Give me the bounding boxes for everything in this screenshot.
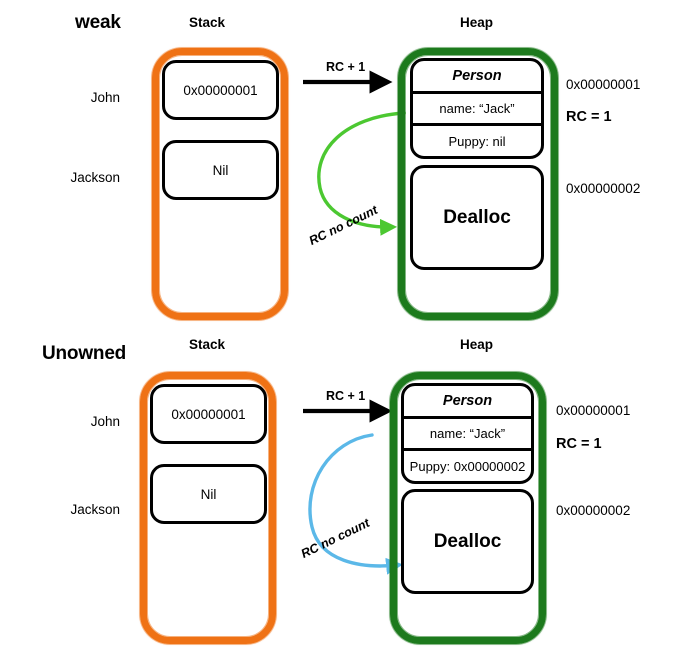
stack-slot-john: 0x00000001 [150,384,267,444]
dealloc-label: Dealloc [443,206,511,228]
stack-container [152,48,288,320]
stack-column-title: Stack [189,337,226,352]
weak-arrow-label: RC no count [306,202,380,248]
heap-address-person: 0x00000001 [566,77,641,92]
stack-slot-jackson: Nil [162,140,279,200]
stack-container [140,372,276,644]
stack-variable-name-jackson: Jackson [70,170,120,185]
strong-arrow-label: RC + 1 [326,60,366,74]
person-type-name: Person [442,392,493,409]
stack-variable-name-john: John [90,414,120,429]
stack-slot-john-value: 0x00000001 [183,82,258,98]
person-field-puppy: Puppy: nil [448,133,506,149]
heap-object-person: Person name: “Jack” Puppy: nil [410,58,544,159]
heap-refcount-person: RC = 1 [556,436,602,452]
heap-refcount-person: RC = 1 [566,109,612,125]
stack-column-title: Stack [189,15,226,30]
stack-slot-jackson-value: Nil [212,162,229,178]
person-field-puppy-row: Puppy: 0x00000002 [404,451,531,481]
person-field-puppy: Puppy: 0x00000002 [409,458,526,474]
heap-object-dealloc: Dealloc [410,165,544,270]
heap-column-title: Heap [460,337,494,352]
panel-unowned: Unowned Stack Heap John Jackson 0x000000… [0,329,698,658]
panel-mode-title: weak [75,12,121,33]
heap-container [390,372,546,644]
person-field-name: name: “Jack” [439,101,515,116]
person-type-row: Person [413,61,541,94]
person-field-name-row: name: “Jack” [404,419,531,452]
heap-object-dealloc: Dealloc [401,489,534,594]
heap-object-person: Person name: “Jack” Puppy: 0x00000002 [401,383,534,484]
panel-weak: weak Stack Heap John Jackson 0x00000001 … [70,12,641,320]
stack-slot-jackson: Nil [150,464,267,524]
unowned-arrow-label: RC no count [298,515,372,561]
stack-slot-john-value: 0x00000001 [171,406,246,422]
strong-arrow-label: RC + 1 [326,389,366,403]
person-type-name: Person [452,67,502,84]
unowned-arrow-layer [303,399,404,575]
heap-address-person: 0x00000001 [556,403,631,418]
person-type-row: Person [404,386,531,419]
stack-variable-name-jackson: Jackson [70,502,120,517]
stack-slot-john: 0x00000001 [162,60,279,120]
person-field-name-row: name: “Jack” [413,94,541,127]
heap-container [398,48,558,320]
stack-variable-name-john: John [90,90,120,105]
panel-mode-title: Unowned [42,343,127,364]
weak-arrow-layer [303,70,406,236]
heap-column-title: Heap [460,15,494,30]
stack-slot-jackson-value: Nil [200,486,217,502]
person-field-name: name: “Jack” [429,426,506,441]
heap-address-dealloc: 0x00000002 [556,503,631,518]
heap-address-dealloc: 0x00000002 [566,181,641,196]
person-field-puppy-row: Puppy: nil [413,126,541,156]
dealloc-label: Dealloc [433,530,502,552]
